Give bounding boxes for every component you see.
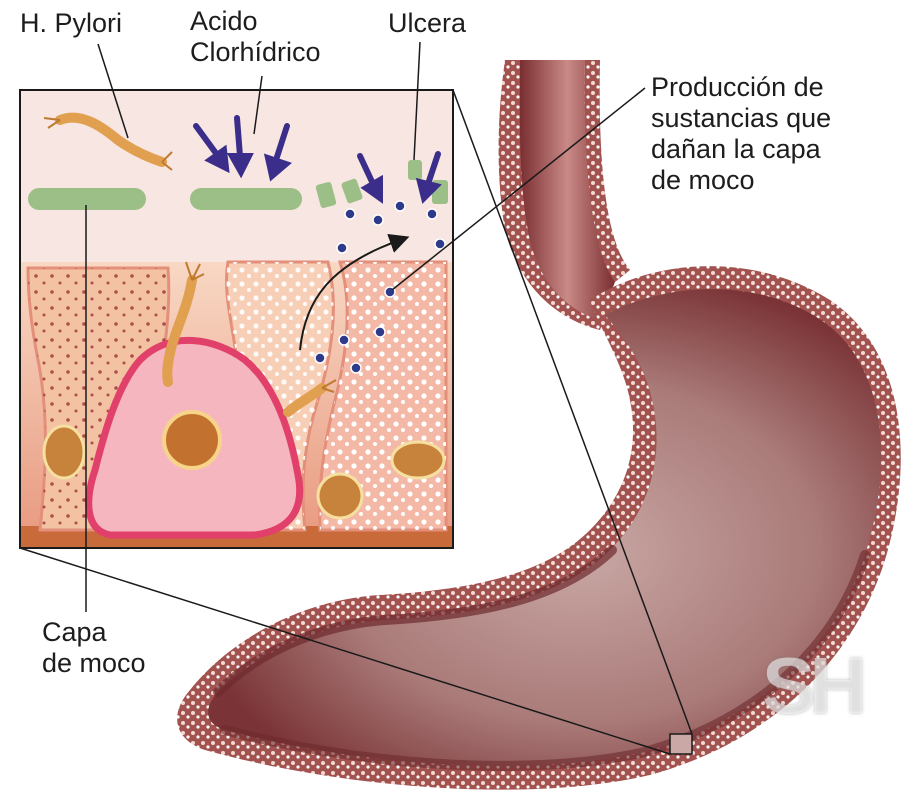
label-capa-line1: Capa	[42, 617, 146, 648]
label-capa-line2: de moco	[42, 648, 146, 679]
label-acido-clorhidrico: Acido Clorhídrico	[190, 6, 321, 68]
label-capa-de-moco: Capa de moco	[42, 617, 146, 679]
magnified-region-marker	[670, 734, 692, 754]
inset-closeup	[20, 90, 453, 548]
label-produccion-line3: dañan la capa	[651, 134, 831, 165]
label-ulcera: Ulcera	[388, 8, 466, 39]
label-produccion-line1: Producción de	[651, 72, 831, 103]
label-ulcera-text: Ulcera	[388, 8, 466, 39]
label-h-pylori: H. Pylori	[20, 8, 122, 39]
cell-nucleus	[44, 426, 84, 478]
mucus-segment	[28, 188, 146, 210]
label-acido-line1: Acido	[190, 6, 321, 37]
watermark-logo: SH	[762, 640, 861, 732]
label-h-pylori-text: H. Pylori	[20, 8, 122, 39]
cell-nucleus	[392, 442, 444, 478]
label-acido-line2: Clorhídrico	[190, 37, 321, 68]
label-produccion-line4: de moco	[651, 165, 831, 196]
ulcer-cell-nucleus	[164, 412, 220, 468]
mucus-segment	[190, 188, 302, 210]
cell-nucleus	[318, 474, 362, 518]
mucus-segment-broken	[408, 160, 422, 180]
label-produccion-sustancias: Producción de sustancias que dañan la ca…	[651, 72, 831, 196]
label-produccion-line2: sustancias que	[651, 103, 831, 134]
